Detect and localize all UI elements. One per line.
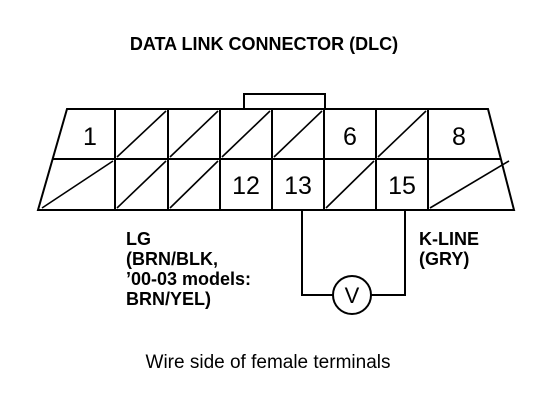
pin-2-unused (116, 110, 167, 158)
voltmeter-symbol: V (345, 283, 360, 308)
lead-pin-13 (301, 210, 333, 296)
pin-11-unused (169, 160, 219, 209)
dlc-connector: 1 6 8 12 13 15 (36, 93, 516, 211)
kline-label-line-2: (GRY) (419, 249, 469, 269)
connector-lock-tab (243, 93, 326, 109)
pin-8-number: 8 (452, 123, 466, 151)
diagram-caption: Wire side of female terminals (146, 352, 391, 373)
pin-4-unused (221, 110, 271, 158)
top-row: 1 6 8 (83, 110, 466, 158)
pin-13-number: 13 (284, 172, 312, 200)
pin-5-unused (273, 110, 323, 158)
pin-1-number: 1 (83, 123, 97, 151)
kline-label: K-LINE (GRY) (419, 229, 479, 269)
connector-body (36, 108, 516, 211)
voltmeter-circuit: V (301, 210, 406, 315)
lg-label-line-1: LG (126, 229, 151, 249)
lead-pin-15 (371, 210, 406, 296)
voltmeter-icon (332, 275, 372, 315)
pin-9-unused (41, 160, 114, 209)
diagram-title: DATA LINK CONNECTOR (DLC) (130, 34, 398, 54)
lg-label-line-3: ’00-03 models: (126, 269, 251, 289)
lg-label-line-2: (BRN/BLK, (126, 249, 218, 269)
pin-16-unused (429, 160, 510, 209)
pin-7-unused (377, 110, 427, 158)
pin-10-unused (116, 160, 167, 209)
pin-14-unused (325, 160, 375, 209)
kline-label-line-1: K-LINE (419, 229, 479, 249)
column-dividers (114, 109, 429, 210)
pin-15-number: 15 (388, 172, 416, 200)
lg-label-line-4: BRN/YEL) (126, 289, 211, 309)
pin-6-number: 6 (343, 123, 357, 151)
pin-12-number: 12 (232, 172, 260, 200)
pin-3-unused (169, 110, 219, 158)
lg-label: LG (BRN/BLK, ’00-03 models: BRN/YEL) (126, 229, 251, 309)
bottom-row: 12 13 15 (41, 160, 510, 209)
